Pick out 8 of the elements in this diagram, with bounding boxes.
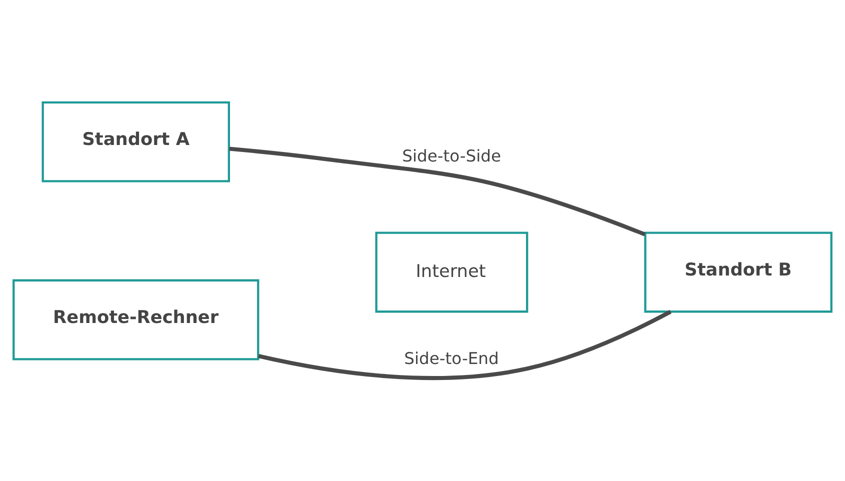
edge-label: Side-to-End [404,349,499,368]
connector [229,146,646,236]
connector [258,310,672,380]
node-box: Standort B [644,232,832,313]
node-box: Standort A [42,101,230,182]
edge-label: Side-to-Side [402,146,502,166]
node-box: Remote-Rechner [12,279,260,360]
node-box: Internet [375,232,528,313]
